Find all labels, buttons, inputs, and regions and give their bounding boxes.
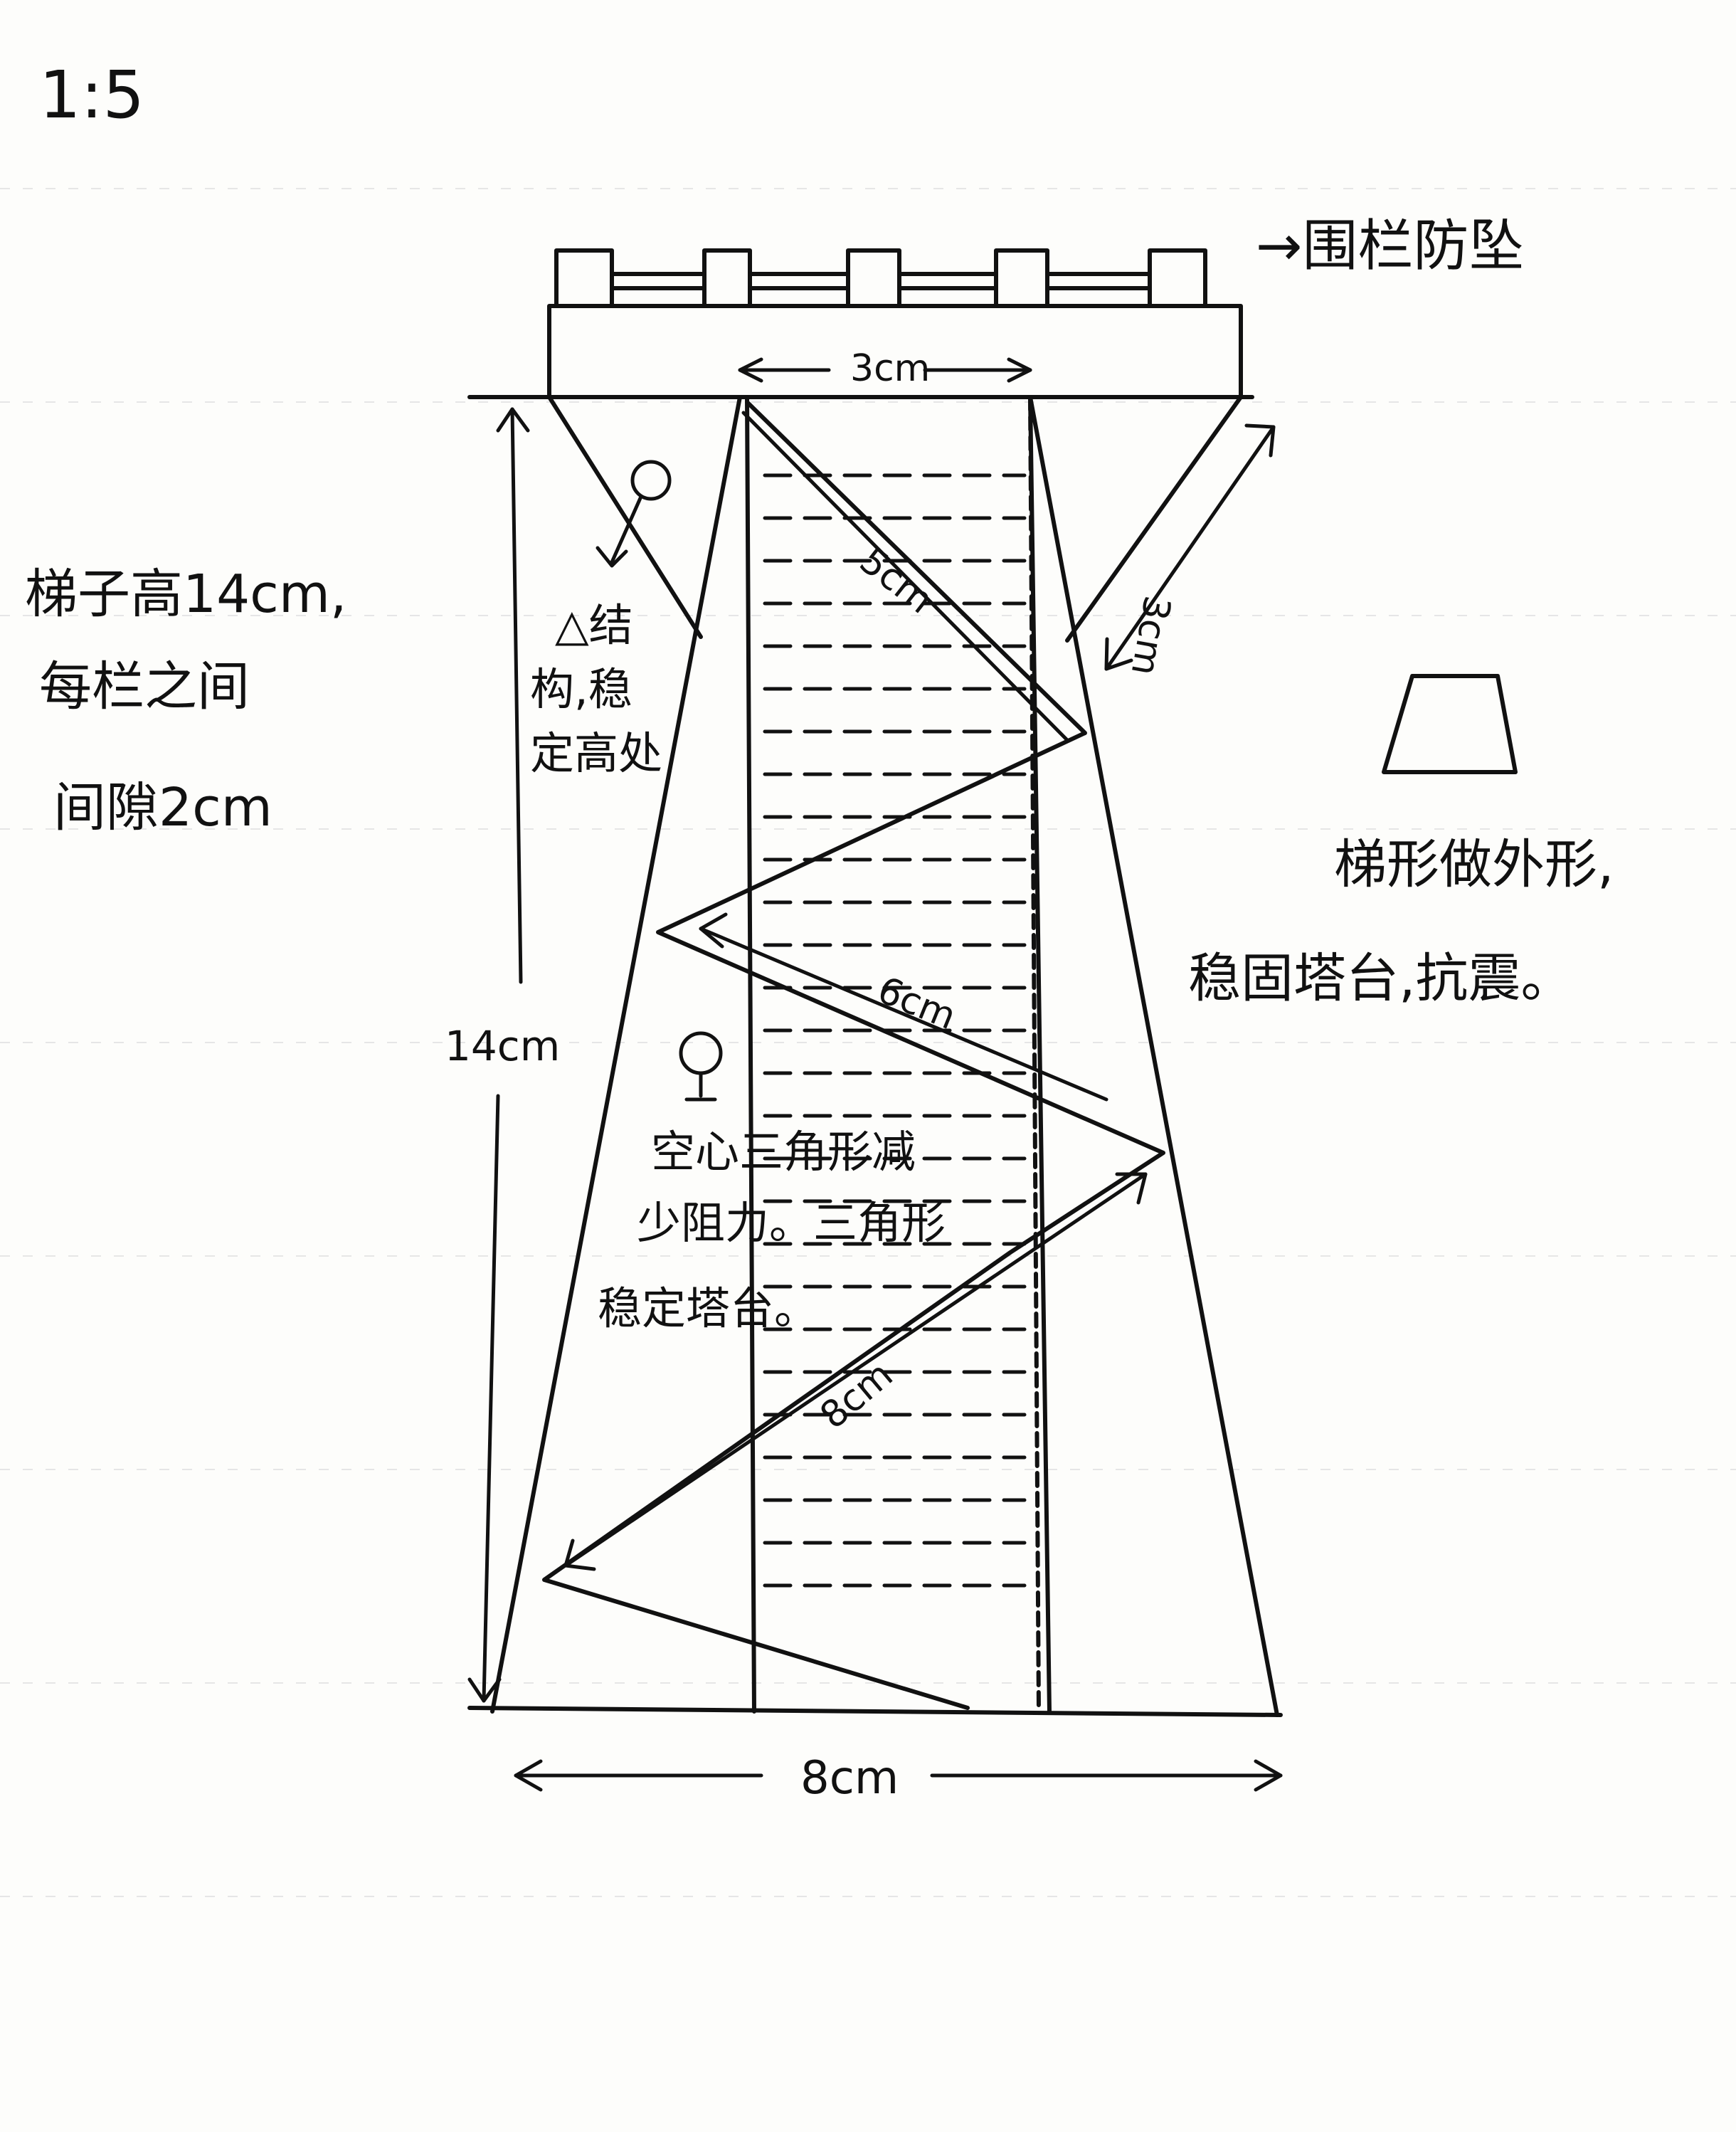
dim-height: 14cm	[445, 1022, 560, 1070]
triangle-note-line1: △结	[555, 599, 633, 651]
tower-frame	[467, 395, 1283, 1717]
dim-top-width: 3cm	[850, 347, 930, 390]
dim-diag-lower: 8cm	[813, 1353, 901, 1437]
trapezoid-icon	[1382, 674, 1518, 774]
hollow-note-line2: 少阻力。三角形	[637, 1197, 946, 1249]
dim-diag-upper: 5cm	[852, 539, 941, 622]
person-icon-lower	[679, 1031, 723, 1102]
ladder-note-line3: 间隙2cm	[53, 777, 272, 838]
ruled-lines	[0, 188, 1736, 1897]
ladder-note-line1: 梯子高14cm,	[25, 564, 346, 625]
triangle-note-line2: 构,稳	[530, 663, 633, 715]
dim-base-width: 8cm	[800, 1752, 899, 1805]
ladder-rungs	[763, 473, 1027, 1588]
hollow-note-line3: 稳定塔台。	[598, 1282, 818, 1334]
dim-diag-middle: 6cm	[872, 969, 962, 1038]
guardrail	[547, 248, 1243, 399]
trapezoid-note-line2: 稳固塔台,抗震。	[1188, 948, 1574, 1009]
person-icon-upper	[596, 460, 672, 568]
triangle-note-line3: 定高处	[530, 727, 662, 779]
trapezoid-note-line1: 梯形做外形,	[1334, 834, 1614, 895]
ladder-note-line2: 每栏之间	[39, 656, 250, 717]
hollow-note-line1: 空心三角形减	[651, 1126, 916, 1178]
dimension-lines	[467, 357, 1283, 1792]
dim-side-length: 3cm	[1123, 593, 1179, 679]
guardrail-label: →围栏防坠	[1256, 214, 1524, 278]
scale-label: 1:5	[39, 57, 144, 133]
